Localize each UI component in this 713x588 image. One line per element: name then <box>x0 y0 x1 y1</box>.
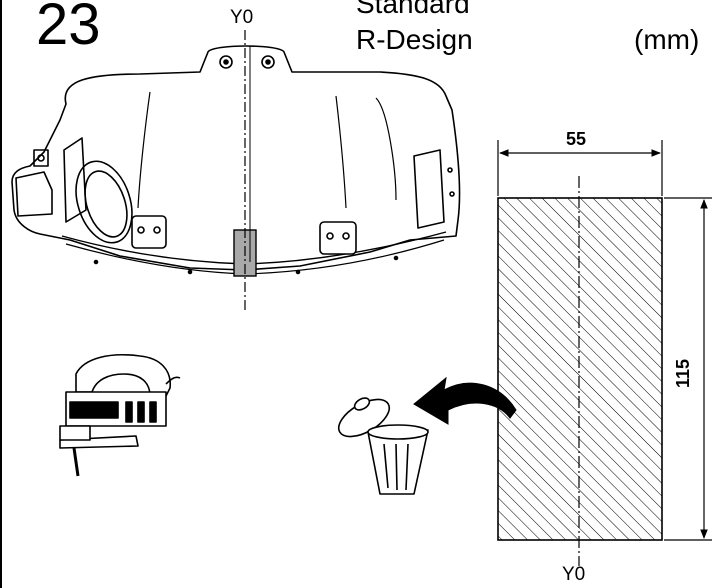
variant-label-standard: Standard <box>356 0 470 19</box>
jigsaw-blade <box>72 447 80 477</box>
jigsaw-front <box>59 425 91 441</box>
left-opening <box>75 160 133 244</box>
cut-piece-area <box>497 197 663 541</box>
mount-pad-left-hole-1 <box>137 226 145 234</box>
width-dimension <box>497 140 663 196</box>
rivet-4 <box>393 255 399 261</box>
mount-pad-right-hole-2 <box>342 232 350 240</box>
trash-bin-icon <box>337 397 429 495</box>
right-rib <box>375 97 397 201</box>
jigsaw-icon <box>59 354 181 477</box>
left-tab <box>33 149 49 167</box>
axis-label-top: Y0 <box>230 7 254 28</box>
rivet-1 <box>93 259 99 265</box>
units-label: (mm) <box>634 24 700 55</box>
mount-pad-left <box>131 215 167 249</box>
rivet-3 <box>295 269 301 275</box>
jigsaw-grip <box>69 401 119 419</box>
rivet-6 <box>449 191 455 197</box>
rivet-5 <box>447 167 453 173</box>
curved-arrow-icon <box>413 376 517 425</box>
top-hole-right-inner <box>265 59 271 65</box>
bin-rim <box>367 424 429 440</box>
mid-rib-left <box>137 91 151 209</box>
step-number: 23 <box>36 0 101 57</box>
variant-label-r-design: R-Design <box>356 24 473 55</box>
mid-rib-right <box>335 95 347 209</box>
jigsaw-vent-2 <box>137 401 145 423</box>
frame-border <box>0 0 2 588</box>
left-fin <box>63 137 87 223</box>
width-dimension-label: 55 <box>566 129 587 149</box>
top-hole-left-inner <box>223 59 229 65</box>
height-dimension-label: 115 <box>673 358 693 388</box>
left-tab-hole <box>37 154 45 162</box>
rivet-2 <box>187 269 193 275</box>
bin-lid-knob <box>353 397 371 411</box>
left-opening-inner <box>84 170 128 238</box>
left-bracket <box>15 171 53 217</box>
jigsaw-handle <box>75 354 171 397</box>
right-fin <box>413 149 445 229</box>
axis-label-bottom: Y0 <box>562 564 586 585</box>
mount-pad-left-hole-2 <box>153 226 161 234</box>
jigsaw-vent-3 <box>149 401 157 423</box>
jigsaw-cable <box>165 376 181 385</box>
height-dimension <box>664 197 712 541</box>
mount-pad-right-hole-1 <box>326 232 334 240</box>
underbody-panel <box>11 45 461 275</box>
jigsaw-vent-1 <box>125 401 133 423</box>
mount-pad-right <box>319 221 357 255</box>
cut-piece <box>497 176 663 566</box>
